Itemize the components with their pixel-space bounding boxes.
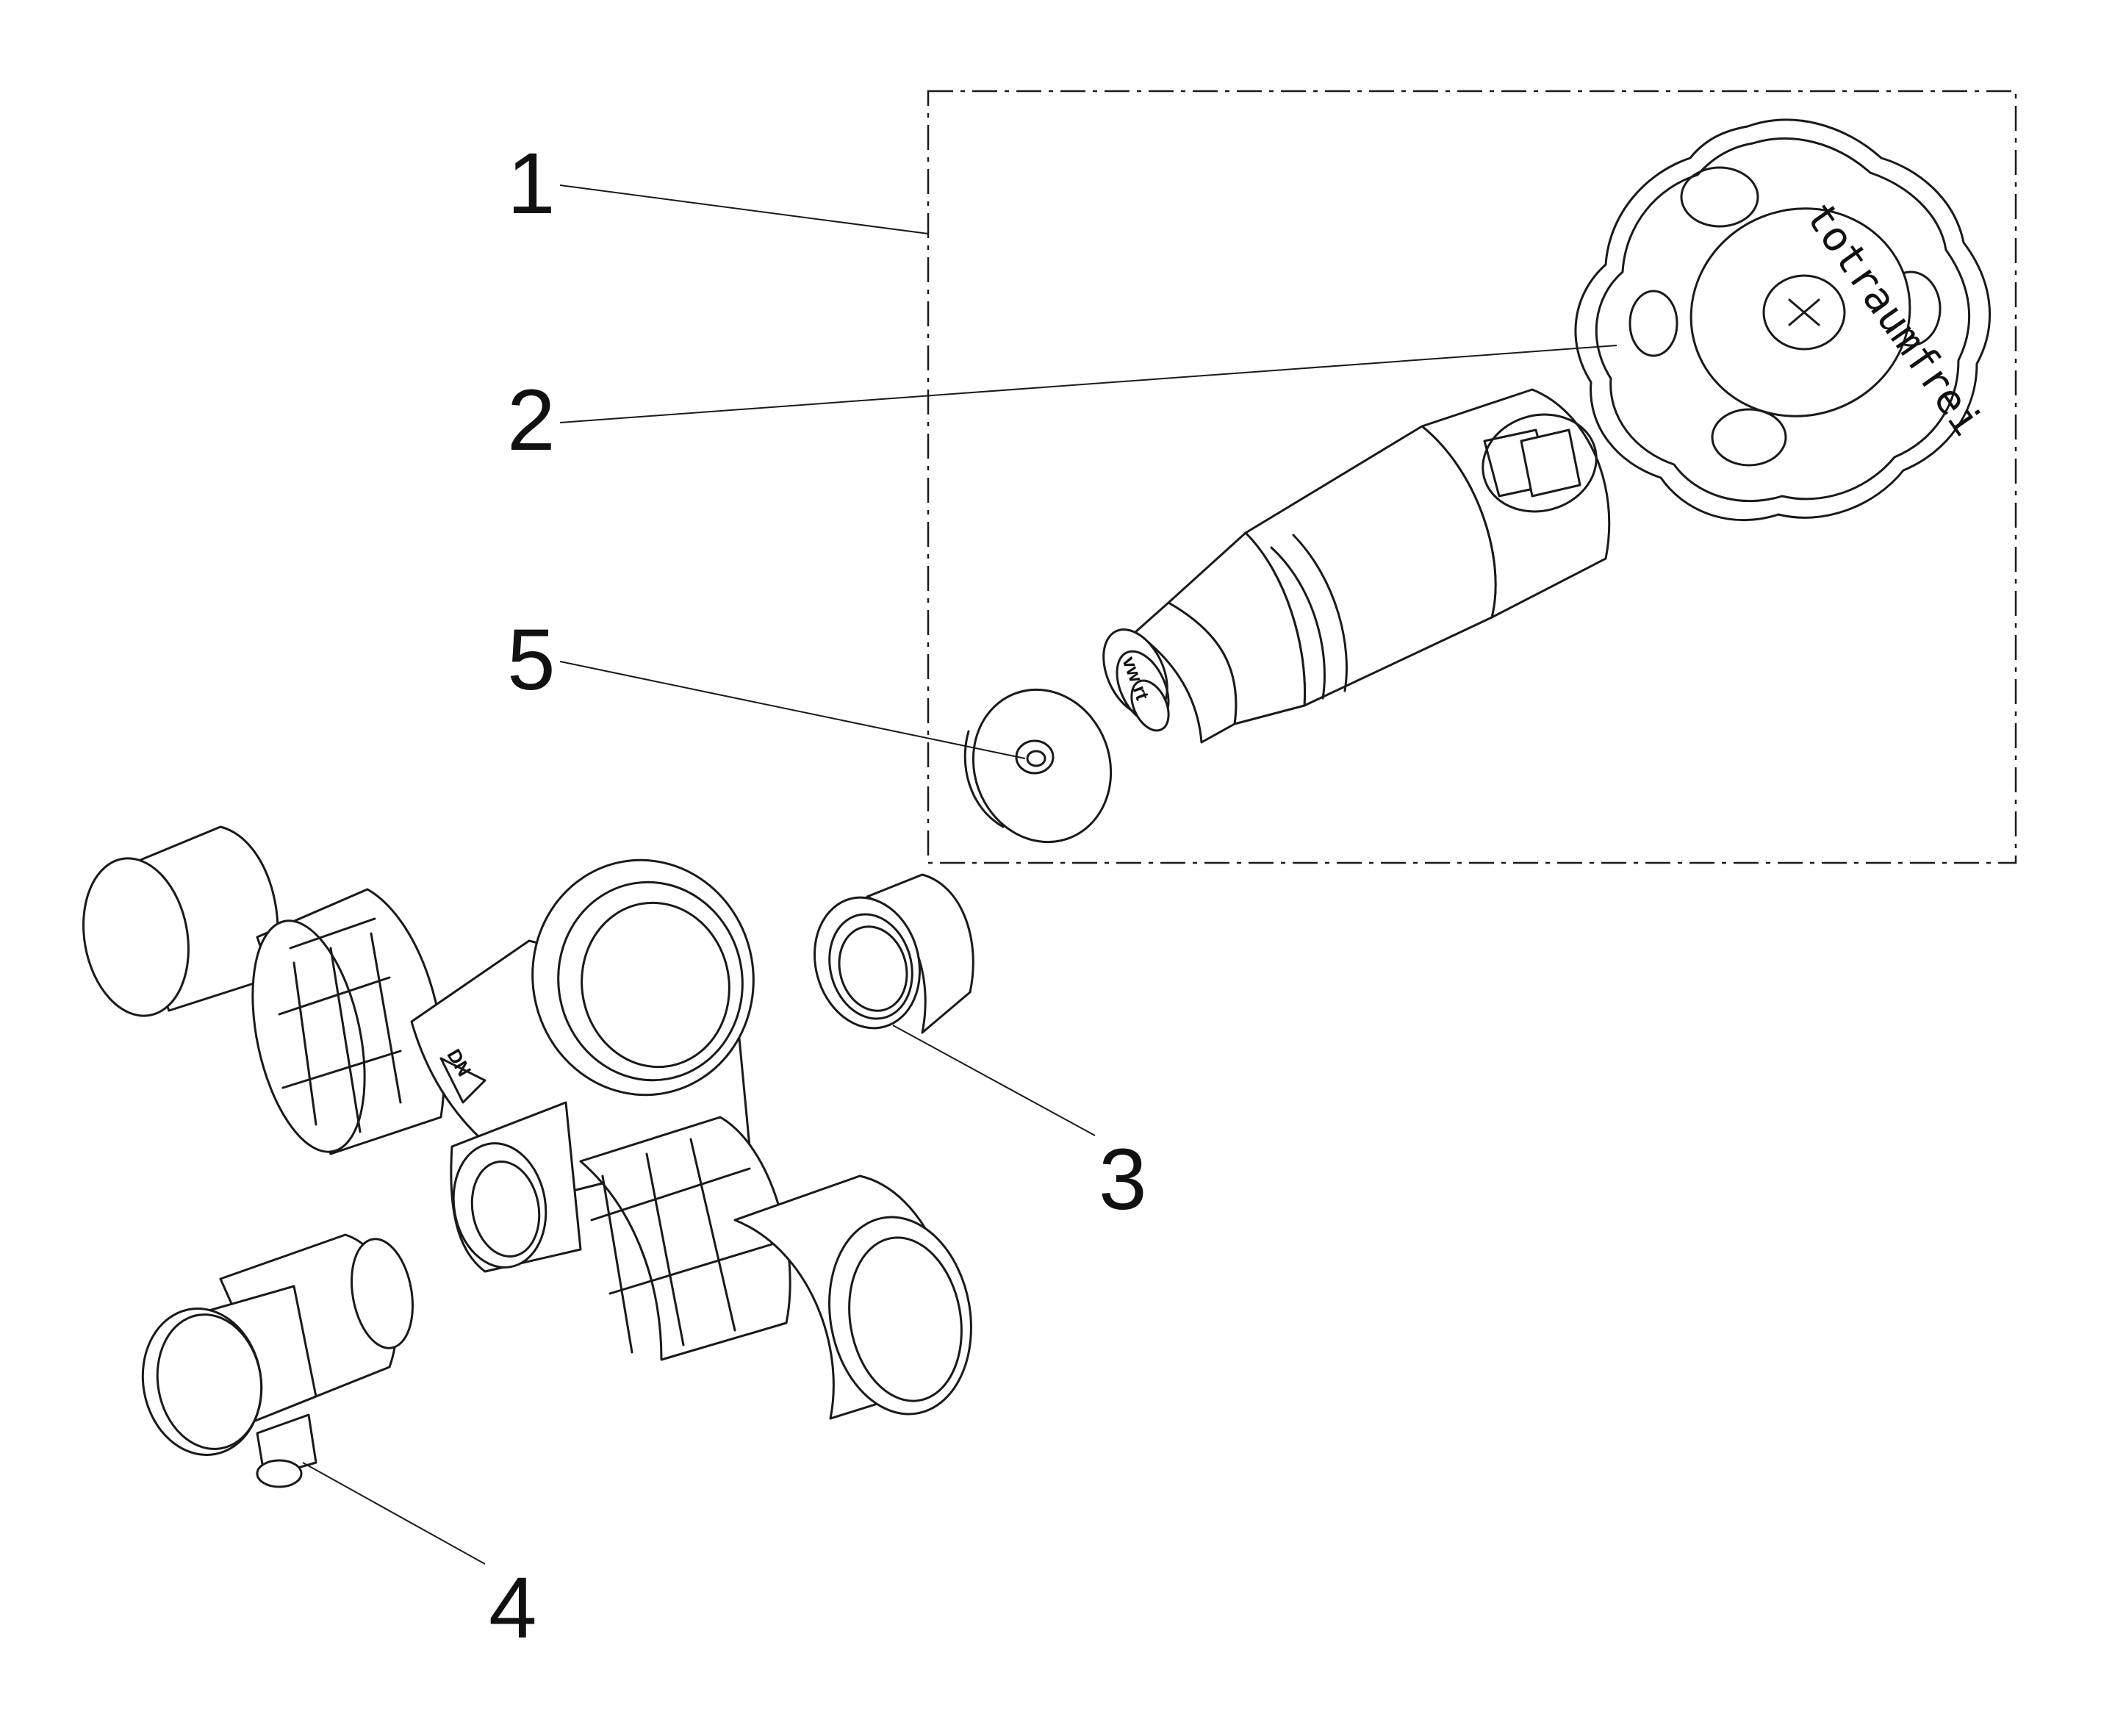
callout-5: 5 — [507, 611, 556, 709]
callout-4: 4 — [489, 1560, 537, 1657]
callout-3: 3 — [1099, 1131, 1147, 1228]
leader-line-3 — [892, 1025, 1096, 1136]
valve-body-part: DN — [82, 825, 972, 1420]
valve-insert-part: vw rt — [1102, 388, 1611, 744]
handwheel-cap — [1689, 207, 1911, 417]
leader-line-4 — [302, 1462, 486, 1565]
callout-2: 2 — [507, 372, 556, 469]
seal-washer-part — [963, 688, 1113, 844]
callout-1: 1 — [507, 135, 556, 232]
plug-cap-part — [813, 873, 974, 1034]
leader-line-2 — [559, 345, 1617, 423]
assembly-group-frame — [927, 90, 2017, 864]
leader-line-5 — [559, 661, 1026, 759]
leader-line-1 — [559, 184, 929, 234]
drain-valve-part — [141, 1233, 414, 1488]
handwheel-part: totraumfrei — [1574, 118, 1992, 522]
